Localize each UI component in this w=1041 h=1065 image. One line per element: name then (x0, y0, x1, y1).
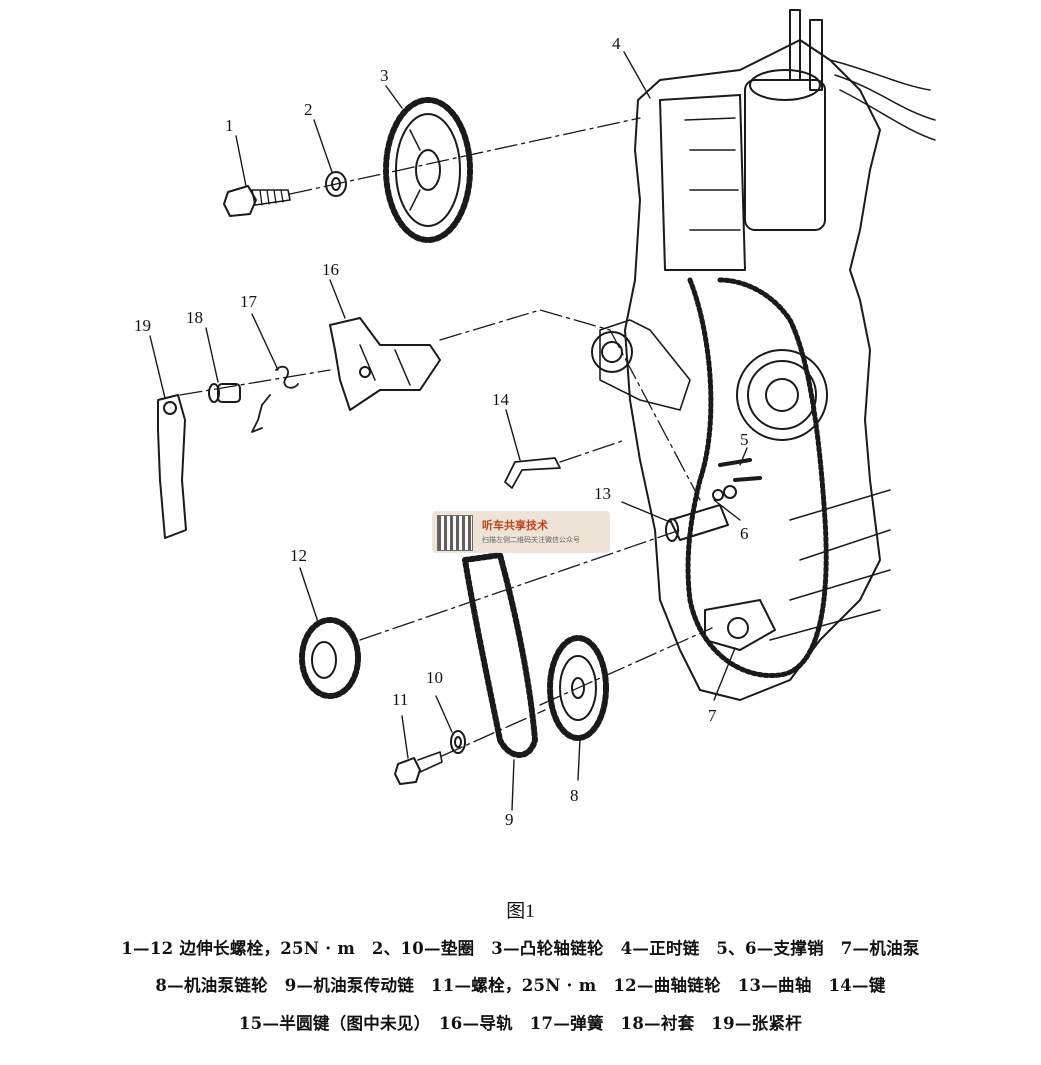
callout-19: 19 (134, 316, 151, 335)
callout-3: 3 (380, 66, 389, 85)
crankshaft-sprocket (299, 617, 361, 699)
engine-block (591, 9, 936, 701)
key (504, 457, 561, 489)
callout-2: 2 (304, 100, 313, 119)
caption-line-2: 8—机油泵链轮 9—机油泵传动链 11—螺栓，25N · m 12—曲轴链轮 1… (155, 976, 886, 995)
callout-10: 10 (426, 668, 443, 687)
callout-9: 9 (505, 810, 514, 829)
tensioner-lever (157, 394, 187, 539)
leader-lines (149, 51, 748, 811)
callout-8: 8 (570, 786, 579, 805)
caption-line-3: 15—半圆键（图中未见） 16—导轨 17—弹簧 18—衬套 19—张紧杆 (238, 1014, 803, 1033)
washer-10 (450, 730, 466, 754)
camshaft-sprocket (383, 97, 473, 243)
callout-18: 18 (186, 308, 203, 327)
callout-14: 14 (492, 390, 509, 409)
caption-line-1: 1—12 边伸长螺栓，25N · m 2、10—垫圈 3—凸轮轴链轮 4—正时链… (121, 939, 920, 958)
callout-4: 4 (612, 34, 621, 53)
axis-line-oil-pump (539, 627, 713, 706)
qr-code-icon (437, 515, 473, 551)
watermark-title: 听车共享技术 (482, 519, 548, 532)
callout-16: 16 (322, 260, 339, 279)
crankshaft (665, 504, 729, 542)
axis-line-crank (359, 529, 681, 641)
figure-title: 图1 (506, 901, 535, 922)
exploded-timing-diagram (149, 9, 936, 811)
callout-13: 13 (594, 484, 611, 503)
watermark-badge: 听车共享技术 扫描左侧二维码关注微信公众号 (432, 511, 610, 553)
callout-6: 6 (740, 524, 749, 543)
callout-12: 12 (290, 546, 307, 565)
callout-7: 7 (708, 706, 717, 725)
bolt-11 (394, 751, 443, 785)
axis-line-oil-bolt (441, 709, 546, 757)
axis-line-guide (439, 309, 701, 501)
axis-line-camshaft (289, 117, 641, 195)
axis-line-tensioner (179, 369, 331, 396)
bushing (208, 383, 241, 403)
spring (251, 365, 299, 433)
stretch-bolt (223, 185, 291, 217)
oil-pump-drive-chain (462, 552, 538, 758)
callout-17: 17 (240, 292, 257, 311)
callout-5: 5 (740, 430, 749, 449)
oil-pump-sprocket (547, 635, 609, 741)
guide-rail (329, 317, 441, 411)
callout-1: 1 (225, 116, 234, 135)
washer-2 (325, 171, 347, 197)
watermark-subtitle: 扫描左侧二维码关注微信公众号 (482, 536, 580, 544)
axis-line-key (559, 439, 626, 463)
callout-11: 11 (392, 690, 409, 709)
